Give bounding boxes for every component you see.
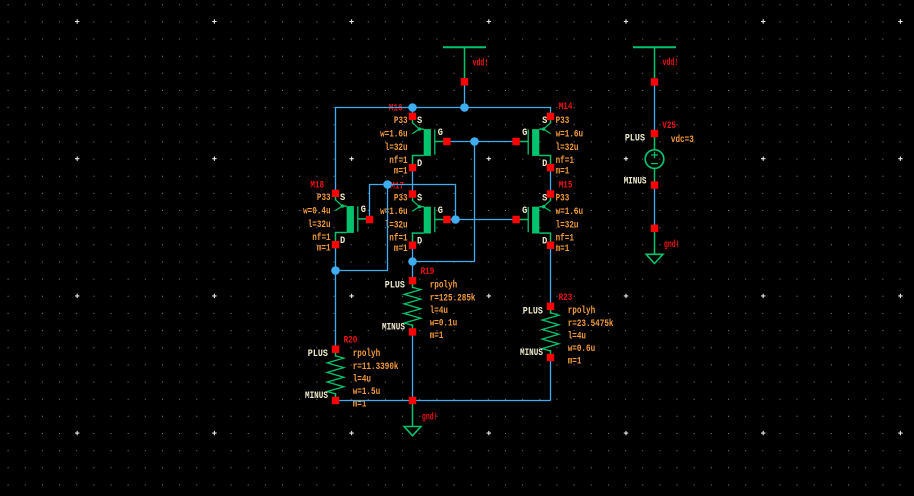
svg-text:D: D	[340, 236, 345, 247]
svg-text:m=1: m=1	[556, 244, 570, 255]
svg-text:m=1: m=1	[394, 166, 408, 177]
svg-text:R19: R19	[421, 267, 435, 278]
svg-text:l=4u: l=4u	[353, 374, 371, 386]
svg-text:G: G	[438, 206, 443, 217]
svg-text:l=4u: l=4u	[430, 305, 448, 317]
svg-text:P33: P33	[556, 116, 570, 127]
svg-text:PLUS: PLUS	[523, 306, 543, 317]
svg-text:l=4u: l=4u	[568, 331, 586, 343]
svg-text:m=1: m=1	[394, 244, 408, 255]
svg-text:gnd!: gnd!	[422, 411, 438, 423]
svg-text:PLUS: PLUS	[625, 134, 645, 145]
svg-text:w=0.6u: w=0.6u	[568, 344, 596, 355]
svg-text:G: G	[438, 128, 443, 139]
svg-text:gnd!: gnd!	[664, 239, 680, 251]
svg-text:vdc=3: vdc=3	[671, 134, 694, 146]
svg-text:nf=1: nf=1	[556, 233, 574, 245]
svg-text:R20: R20	[344, 336, 358, 347]
svg-text:l=32u: l=32u	[556, 142, 579, 154]
svg-text:G: G	[361, 205, 366, 216]
svg-text:G: G	[522, 206, 527, 217]
svg-text:m=1: m=1	[317, 243, 331, 254]
svg-text:R23: R23	[559, 293, 573, 304]
svg-text:m=1: m=1	[568, 356, 582, 367]
svg-text:S: S	[417, 194, 422, 205]
svg-text:r=11.3390k: r=11.3390k	[353, 361, 399, 373]
svg-text:vdd!: vdd!	[473, 57, 489, 69]
svg-text:nf=1: nf=1	[389, 233, 407, 245]
svg-text:D: D	[542, 237, 547, 248]
svg-text:MINUS: MINUS	[305, 391, 328, 402]
svg-text:PLUS: PLUS	[385, 281, 405, 292]
svg-text:w=1.5u: w=1.5u	[353, 387, 381, 398]
svg-text:PLUS: PLUS	[308, 349, 328, 360]
svg-text:m=1: m=1	[353, 399, 367, 410]
svg-text:D: D	[542, 159, 547, 170]
svg-text:nf=1: nf=1	[312, 232, 330, 244]
svg-text:rpolyh: rpolyh	[353, 348, 381, 360]
svg-text:w=1.6u: w=1.6u	[556, 129, 584, 140]
svg-text:D: D	[417, 159, 422, 170]
svg-text:r=23.5475k: r=23.5475k	[568, 318, 614, 330]
svg-text:D: D	[417, 237, 422, 248]
svg-text:S: S	[542, 116, 547, 127]
svg-text:l=32u: l=32u	[385, 142, 408, 154]
svg-text:M14: M14	[559, 102, 573, 113]
svg-text:S: S	[340, 193, 345, 204]
svg-text:rpolyh: rpolyh	[430, 279, 458, 291]
svg-text:rpolyh: rpolyh	[568, 305, 596, 317]
svg-text:M15: M15	[559, 181, 573, 192]
svg-text:w=0.4u: w=0.4u	[303, 206, 331, 217]
svg-text:P33: P33	[394, 194, 408, 205]
svg-text:w=0.1u: w=0.1u	[430, 318, 458, 329]
svg-text:S: S	[542, 194, 547, 205]
svg-text:r=125.285k: r=125.285k	[430, 293, 476, 305]
svg-text:M17: M17	[390, 181, 404, 192]
svg-text:G: G	[522, 128, 527, 139]
svg-text:P33: P33	[556, 194, 570, 205]
svg-text:P33: P33	[394, 116, 408, 127]
svg-text:MINUS: MINUS	[624, 177, 647, 188]
svg-text:V25: V25	[662, 121, 676, 132]
svg-text:l=32u: l=32u	[308, 219, 331, 231]
svg-text:nf=1: nf=1	[556, 155, 574, 167]
svg-text:P33: P33	[317, 193, 331, 204]
svg-text:w=1.6u: w=1.6u	[380, 129, 408, 140]
svg-text:nf=1: nf=1	[389, 155, 407, 167]
svg-text:S: S	[417, 116, 422, 127]
svg-text:M16: M16	[389, 103, 403, 114]
svg-text:vdd!: vdd!	[663, 57, 679, 69]
svg-text:m=1: m=1	[430, 331, 444, 342]
svg-text:MINUS: MINUS	[520, 348, 543, 359]
svg-text:MINUS: MINUS	[382, 322, 405, 333]
svg-text:w=1.6u: w=1.6u	[556, 207, 584, 218]
svg-text:l=32u: l=32u	[385, 219, 408, 231]
svg-text:w=1.6u: w=1.6u	[380, 207, 408, 218]
svg-text:m=1: m=1	[556, 166, 570, 177]
svg-text:M18: M18	[310, 181, 324, 192]
svg-text:l=32u: l=32u	[556, 219, 579, 231]
